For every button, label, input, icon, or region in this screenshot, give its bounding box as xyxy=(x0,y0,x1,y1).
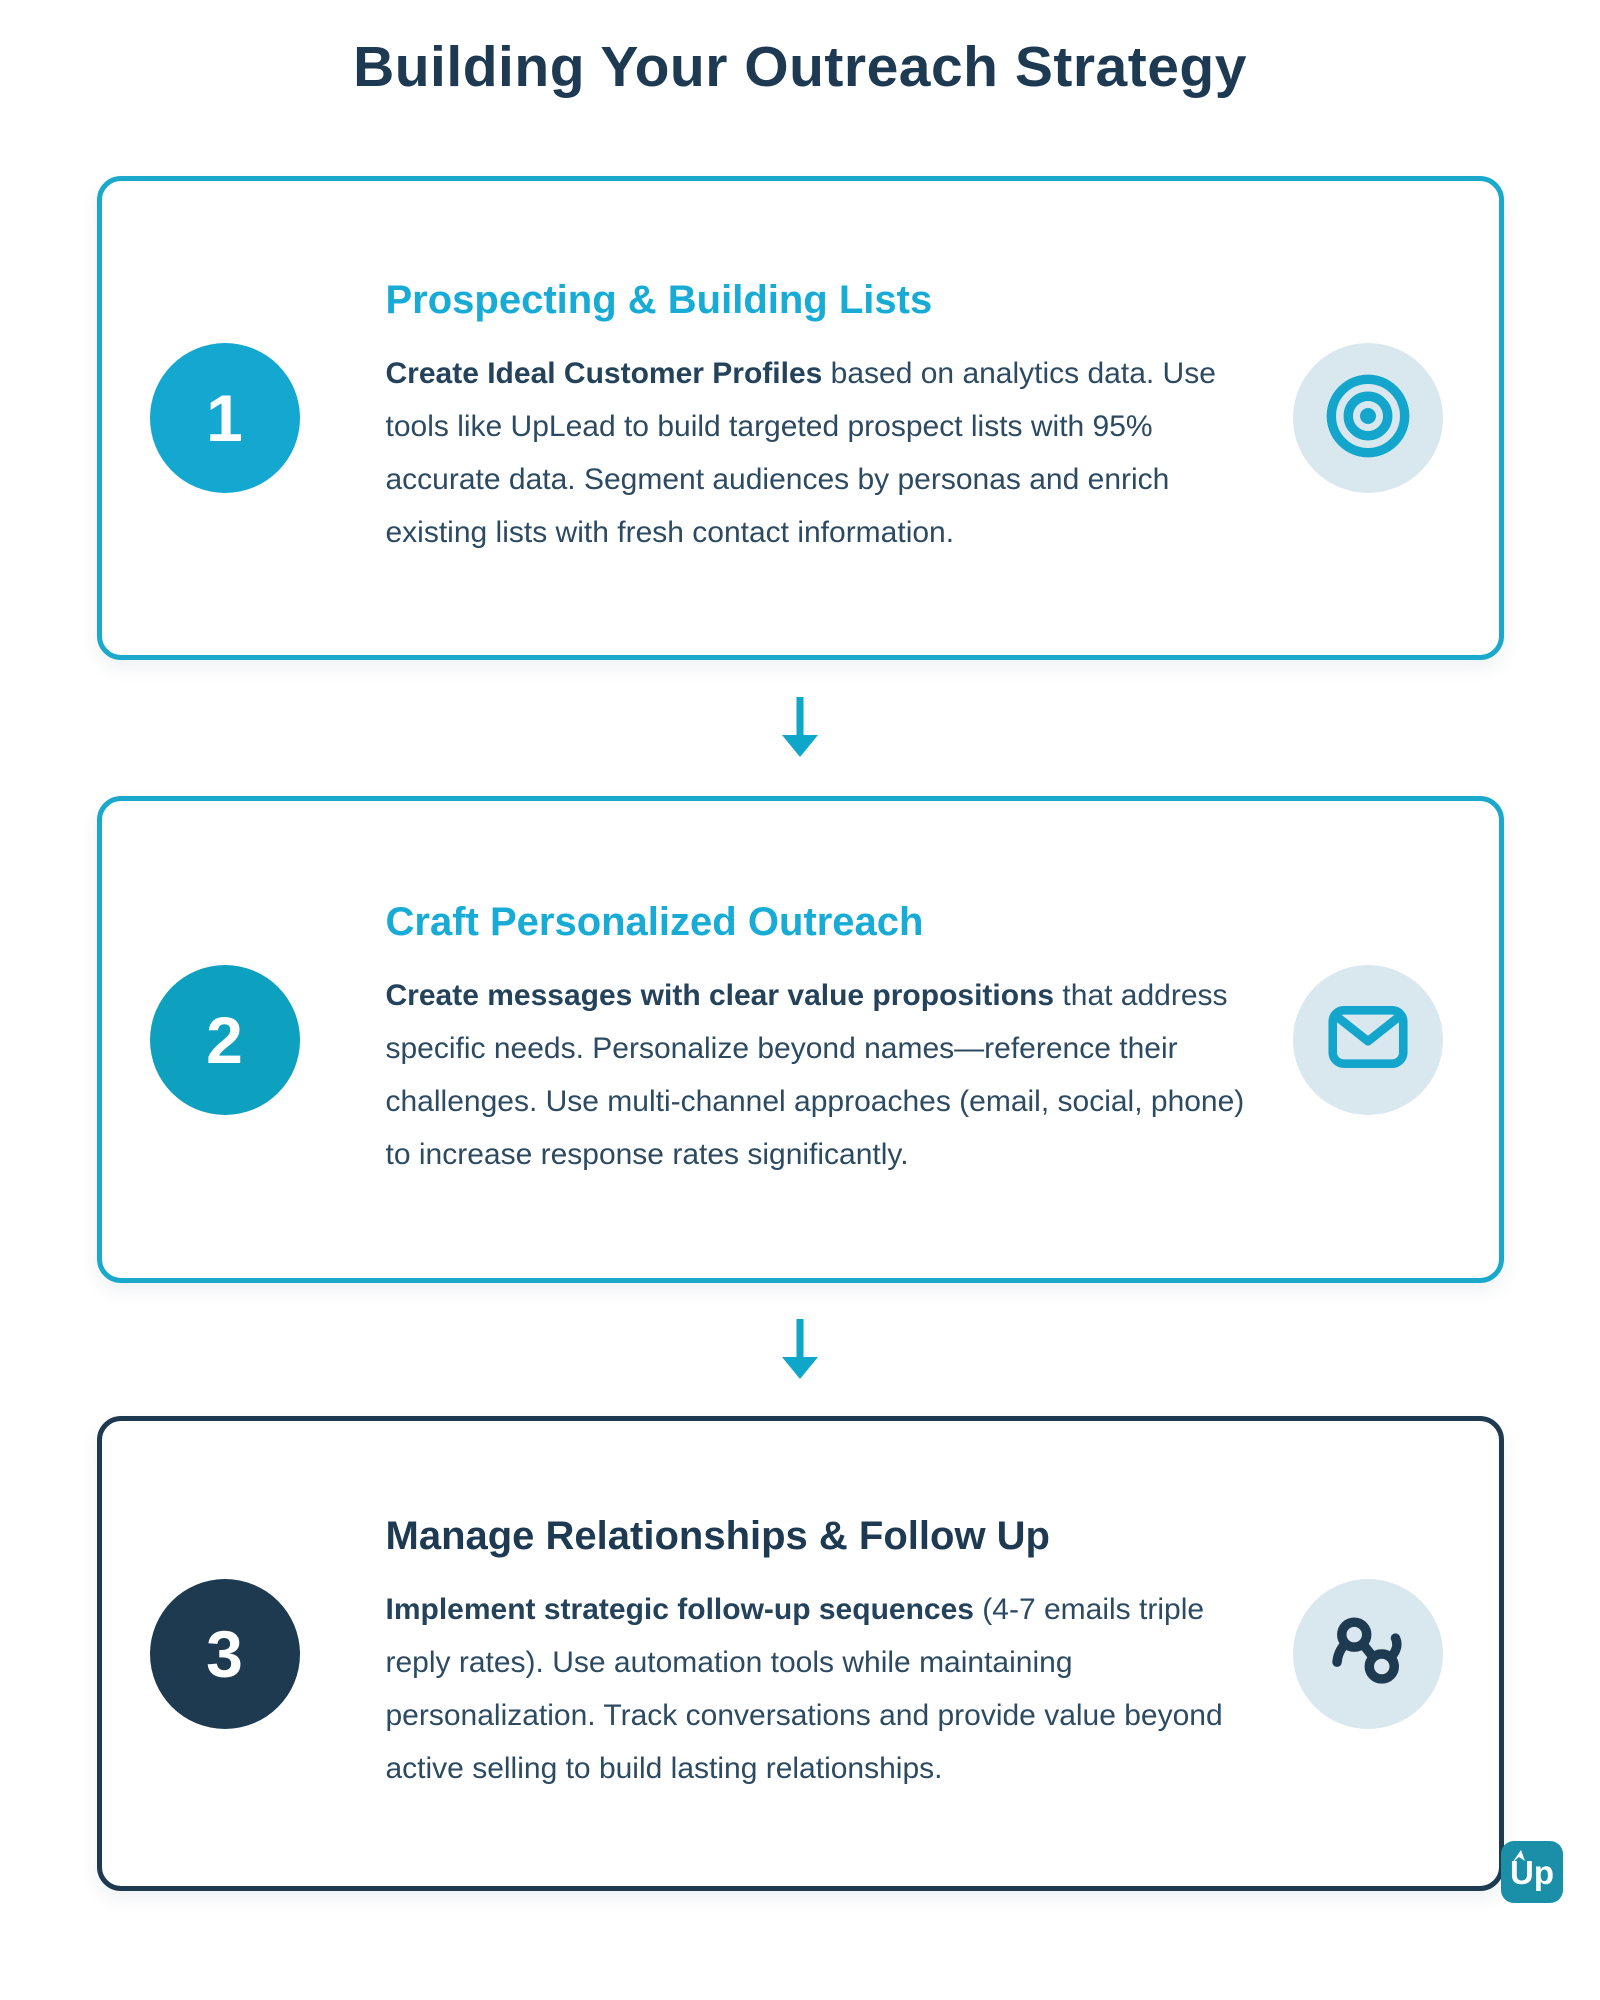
logo-text: Up xyxy=(1510,1854,1554,1891)
envelope-icon xyxy=(1325,994,1411,1085)
step-number-badge-3: 3 xyxy=(149,1578,300,1729)
down-arrow-icon xyxy=(780,697,820,759)
step-content-1: Prospecting & Building Lists Create Idea… xyxy=(386,277,1266,559)
step-heading-1: Prospecting & Building Lists xyxy=(385,278,933,322)
step-content-3: Manage Relationships & Follow Up Impleme… xyxy=(386,1513,1266,1795)
step-icon-circle-1 xyxy=(1292,343,1443,493)
step-number-badge-2: 2 xyxy=(149,964,300,1115)
step-body-lead-1: Create Ideal Customer Profiles xyxy=(385,357,823,390)
step-body-3: Implement strategic follow-up sequences … xyxy=(386,1583,1266,1795)
step-icon-circle-3 xyxy=(1292,1578,1443,1729)
step-body-rest-1: based on analytics data. Use tools like … xyxy=(385,357,1216,549)
step-body-rest-3: (4-7 emails triple reply rates). Use aut… xyxy=(385,1592,1223,1785)
step-heading-2: Craft Personalized Outreach xyxy=(385,899,924,944)
step-body-lead-3: Implement strategic follow-up sequences xyxy=(385,1592,974,1626)
uplead-logo: Up xyxy=(1501,1841,1563,1903)
step-body-lead-2: Create messages with clear value proposi… xyxy=(385,978,1055,1012)
flow-connector-2 xyxy=(0,1283,1600,1416)
connection-icon xyxy=(1325,1608,1411,1699)
step-number-2: 2 xyxy=(206,1002,243,1077)
page-title: Building Your Outreach Strategy xyxy=(353,35,1247,99)
step-card-1: 1 Prospecting & Building Lists Create Id… xyxy=(96,176,1504,660)
step-content-2: Craft Personalized Outreach Create messa… xyxy=(386,899,1266,1181)
flow-connector-1 xyxy=(0,660,1600,796)
step-card-2: 2 Craft Personalized Outreach Create mes… xyxy=(96,796,1504,1283)
logo-arrow-icon xyxy=(1512,1850,1527,1870)
step-body-1: Create Ideal Customer Profiles based on … xyxy=(386,347,1266,559)
step-icon-circle-2 xyxy=(1292,964,1443,1115)
step-number-3: 3 xyxy=(206,1616,243,1691)
step-body-2: Create messages with clear value proposi… xyxy=(386,969,1266,1181)
down-arrow-icon xyxy=(780,1318,820,1381)
step-card-3: 3 Manage Relationships & Follow Up Imple… xyxy=(96,1416,1504,1891)
step-body-rest-2: that address specific needs. Personalize… xyxy=(385,978,1245,1171)
target-icon xyxy=(1321,369,1415,468)
step-number-1: 1 xyxy=(206,381,243,455)
step-number-badge-1: 1 xyxy=(149,343,300,493)
step-heading-3: Manage Relationships & Follow Up xyxy=(385,1513,1051,1558)
